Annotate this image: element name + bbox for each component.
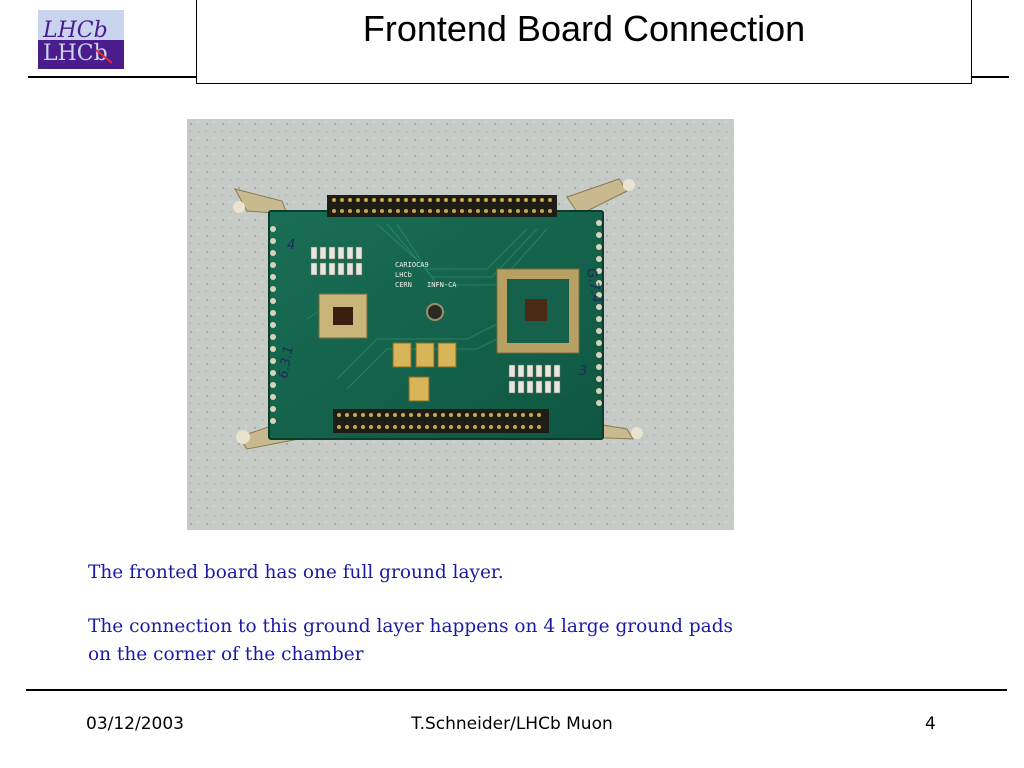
body-paragraph-2-line-2: on the corner of the chamber	[88, 644, 364, 665]
board-photo: CARIOCA9 LHCb CERN INFN-CA 4 6.3.1 G.7.4…	[187, 119, 734, 530]
silk-label-2: LHCb	[395, 271, 412, 279]
footer-date: 03/12/2003	[86, 714, 184, 734]
marker-right-top: G.7.4	[583, 267, 604, 304]
marker-right-bottom: 3	[579, 364, 587, 379]
header-rule-right	[972, 76, 1009, 78]
board-photo-graphic: CARIOCA9 LHCb CERN INFN-CA 4 6.3.1 G.7.4…	[187, 119, 734, 530]
body-paragraph-1: The fronted board has one full ground la…	[88, 562, 504, 583]
silk-label-1: CARIOCA9	[395, 261, 429, 269]
body-paragraph-2-line-1: The connection to this ground layer happ…	[88, 616, 734, 637]
lhcb-logo-graphic: LHCb LHCb	[38, 10, 124, 69]
marker-left-top: 4	[287, 238, 295, 253]
title-box: Frontend Board Connection	[196, 0, 972, 84]
top-pin-header	[327, 195, 557, 217]
logo-text-bottom: LHCb	[43, 41, 108, 66]
footer-author: T.Schneider/LHCb Muon	[411, 714, 613, 734]
page-title: Frontend Board Connection	[362, 8, 806, 49]
marker-left-bottom: 6.3.1	[276, 345, 297, 380]
page-number: 4	[925, 714, 936, 734]
silk-label-3: CERN	[395, 281, 412, 289]
footer-rule	[26, 689, 1007, 691]
silk-label-4: INFN-CA	[427, 281, 457, 289]
logo-text-top: LHCb	[42, 18, 108, 43]
lhcb-logo: LHCb LHCb	[38, 10, 124, 69]
header-rule-left	[28, 76, 196, 78]
bottom-pin-header	[333, 409, 549, 433]
